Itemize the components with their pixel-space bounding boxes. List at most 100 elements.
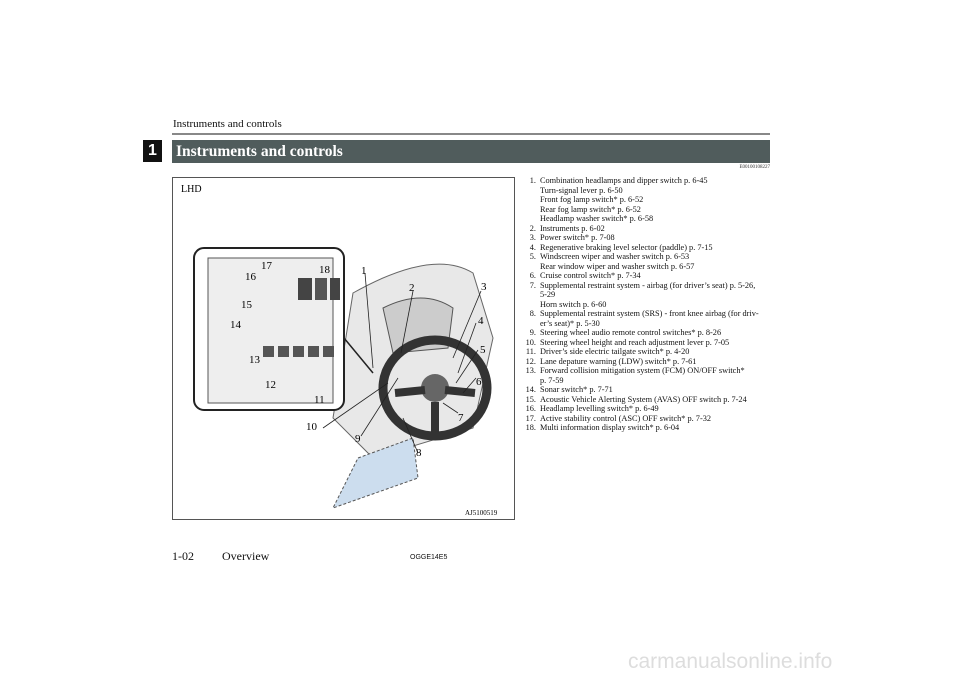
list-item: 13. Forward collision mitigation system (… bbox=[520, 366, 770, 376]
item-number: 8. bbox=[529, 309, 536, 318]
item-number: 1. bbox=[529, 176, 536, 185]
item-text: Windscreen wiper and washer switch p. 6-… bbox=[540, 252, 690, 261]
item-text: 5-29 bbox=[540, 290, 556, 299]
svg-text:9: 9 bbox=[355, 433, 361, 445]
item-number: 17. bbox=[525, 413, 536, 423]
list-item: Rear window wiper and washer switch p. 6… bbox=[520, 262, 770, 272]
svg-text:4: 4 bbox=[478, 315, 484, 327]
item-text: Headlamp levelling switch* p. 6-49 bbox=[540, 404, 659, 413]
list-item: 5. Windscreen wiper and washer switch p. … bbox=[520, 252, 770, 262]
item-number: 13. bbox=[525, 366, 536, 375]
item-text: Combination headlamps and dipper switch … bbox=[540, 176, 708, 185]
list-item: 7. Supplemental restraint system - airbag… bbox=[520, 281, 770, 291]
item-text: Instruments p. 6-02 bbox=[540, 223, 605, 233]
item-text: Front fog lamp switch* p. 6-52 bbox=[540, 195, 644, 204]
list-item: Turn-signal lever p. 6-50 bbox=[520, 186, 770, 196]
list-item: 10. Steering wheel height and reach adjus… bbox=[520, 338, 770, 348]
item-text: er’s seat)* p. 5-30 bbox=[540, 318, 600, 328]
item-number: 2. bbox=[529, 223, 536, 233]
footer-section: Overview bbox=[222, 549, 270, 563]
doc-code: E00100108227 bbox=[739, 165, 770, 170]
item-number: 3. bbox=[529, 233, 536, 242]
item-text: Multi information display switch* p. 6-0… bbox=[540, 423, 680, 432]
item-text: Rear fog lamp switch* p. 6-52 bbox=[540, 204, 641, 214]
item-text: Steering wheel audio remote control swit… bbox=[540, 328, 722, 337]
svg-text:10: 10 bbox=[306, 421, 318, 433]
item-text: Regenerative braking level selector (pad… bbox=[540, 242, 713, 252]
footer-code: OGGE14E5 bbox=[410, 554, 448, 561]
item-number bbox=[520, 186, 536, 196]
item-number: 7. bbox=[529, 280, 536, 290]
svg-text:11: 11 bbox=[314, 394, 325, 406]
list-item: Horn switch p. 6-60 bbox=[520, 300, 770, 310]
item-text: Horn switch p. 6-60 bbox=[540, 299, 607, 309]
list-item: 1. Combination headlamps and dipper switc… bbox=[520, 176, 770, 186]
list-item: 11. Driver’s side electric tailgate switc… bbox=[520, 347, 770, 357]
svg-text:12: 12 bbox=[265, 379, 276, 391]
item-text: Headlamp washer switch* p. 6-58 bbox=[540, 214, 654, 223]
item-text: Sonar switch* p. 7-71 bbox=[540, 385, 613, 394]
list-item: 2. Instruments p. 6-02 bbox=[520, 224, 770, 234]
item-text: Active stability control (ASC) OFF switc… bbox=[540, 413, 711, 423]
svg-text:1: 1 bbox=[361, 265, 367, 277]
list-item: 12. Lane depature warning (LDW) switch* p… bbox=[520, 357, 770, 367]
item-number: 15. bbox=[525, 394, 536, 404]
item-text: Rear window wiper and washer switch p. 6… bbox=[540, 261, 695, 271]
item-text: Cruise control switch* p. 7-34 bbox=[540, 271, 641, 280]
item-number: 14. bbox=[525, 385, 536, 394]
item-number: 11. bbox=[525, 347, 536, 356]
item-number bbox=[520, 290, 536, 300]
list-item: er’s seat)* p. 5-30 bbox=[520, 319, 770, 329]
item-text: Turn-signal lever p. 6-50 bbox=[540, 185, 623, 195]
item-number: 5. bbox=[529, 252, 536, 261]
list-item: 17. Active stability control (ASC) OFF sw… bbox=[520, 414, 770, 424]
list-item: 6.Cruise control switch* p. 7-34 bbox=[520, 271, 770, 281]
item-text: Supplemental restraint system - airbag (… bbox=[540, 280, 756, 290]
list-item: Headlamp washer switch* p. 6-58 bbox=[520, 214, 770, 224]
running-header: Instruments and controls bbox=[173, 118, 282, 130]
item-text: Forward collision mitigation system (FCM… bbox=[540, 366, 745, 375]
svg-text:7: 7 bbox=[458, 412, 464, 424]
list-item: p. 7-59 bbox=[520, 376, 770, 386]
item-text: Lane depature warning (LDW) switch* p. 7… bbox=[540, 356, 697, 366]
item-text: Acoustic Vehicle Alerting System (AVAS) … bbox=[540, 394, 747, 404]
list-item: 15. Acoustic Vehicle Alerting System (AVA… bbox=[520, 395, 770, 405]
item-text: Steering wheel height and reach adjustme… bbox=[540, 337, 730, 347]
list-item: 9.Steering wheel audio remote control sw… bbox=[520, 328, 770, 338]
item-number bbox=[520, 205, 536, 215]
svg-text:3: 3 bbox=[481, 281, 487, 293]
list-item: 16.Headlamp levelling switch* p. 6-49 bbox=[520, 404, 770, 414]
page-number: 1-02 bbox=[172, 549, 194, 563]
item-number bbox=[520, 262, 536, 272]
list-item: Rear fog lamp switch* p. 6-52 bbox=[520, 205, 770, 215]
item-number: 18. bbox=[525, 423, 536, 432]
item-number bbox=[520, 300, 536, 310]
item-number: 10. bbox=[525, 337, 536, 347]
item-number bbox=[520, 195, 536, 205]
svg-text:5: 5 bbox=[480, 344, 486, 356]
list-item: 3. Power switch* p. 7-08 bbox=[520, 233, 770, 243]
item-text: Supplemental restraint system (SRS) - fr… bbox=[540, 309, 759, 318]
component-list: 1. Combination headlamps and dipper switc… bbox=[520, 176, 770, 433]
list-item: 14. Sonar switch* p. 7-71 bbox=[520, 385, 770, 395]
item-number bbox=[520, 214, 536, 224]
list-item: 18. Multi information display switch* p. … bbox=[520, 423, 770, 433]
item-number bbox=[520, 376, 536, 386]
svg-text:8: 8 bbox=[416, 447, 422, 459]
svg-text:13: 13 bbox=[249, 354, 261, 366]
list-item: 8. Supplemental restraint system (SRS) - … bbox=[520, 309, 770, 319]
svg-text:16: 16 bbox=[245, 271, 257, 283]
item-text: p. 7-59 bbox=[540, 375, 564, 385]
item-text: Power switch* p. 7-08 bbox=[540, 233, 615, 242]
svg-text:15: 15 bbox=[241, 299, 253, 311]
item-text: Driver’s side electric tailgate switch* … bbox=[540, 347, 690, 356]
svg-text:18: 18 bbox=[319, 264, 331, 276]
section-title: Instruments and controls bbox=[172, 140, 770, 163]
item-number bbox=[520, 319, 536, 329]
watermark: carmanualsonline.info bbox=[628, 650, 833, 673]
item-number: 12. bbox=[525, 356, 536, 366]
list-item: Front fog lamp switch* p. 6-52 bbox=[520, 195, 770, 205]
figure-id: AJ5100519 bbox=[465, 509, 498, 517]
